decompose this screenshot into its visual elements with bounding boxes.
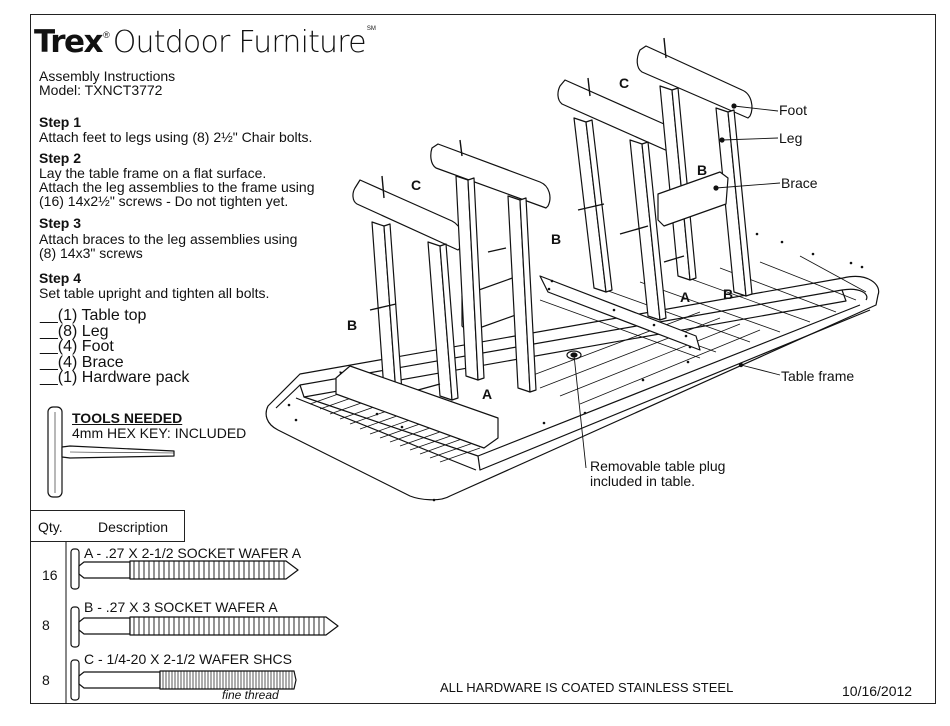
leg-assembly-right	[557, 45, 753, 321]
table-top-drawing	[265, 232, 880, 502]
leg-assembly-left	[335, 143, 551, 449]
hex-key-icon	[47, 406, 175, 498]
tools-title: TOOLS NEEDED	[72, 410, 183, 426]
part-hardware-pack: __(1) Hardware pack	[40, 369, 190, 387]
part-table-top: __(1) Table top	[40, 307, 147, 324]
bolt-b-icon	[70, 606, 339, 648]
bolt-c-icon	[70, 659, 297, 701]
step-3-label: Step 3	[39, 215, 82, 231]
hardware-item-b: B - .27 X 3 SOCKET WAFER A	[84, 599, 278, 615]
brand-service-mark: SM	[366, 26, 376, 32]
step-2-text-2: Attach the leg assemblies to the frame u…	[39, 179, 315, 195]
label-a-right: A	[680, 289, 691, 305]
label-a-left: A	[482, 386, 493, 402]
callout-plug-2: included in table.	[590, 473, 696, 489]
fine-thread-note: fine thread	[222, 688, 279, 702]
hardware-desc-header: Description	[98, 519, 169, 535]
hardware-item-a: A - .27 X 2-1/2 SOCKET WAFER A	[84, 545, 302, 561]
brand-logo: Trex ® Outdoor Furniture SM	[34, 22, 376, 58]
callout-leaders	[573, 105, 781, 469]
label-b-right: B	[697, 162, 708, 178]
bolt-a-icon	[70, 548, 299, 590]
hardware-header-box	[30, 510, 185, 542]
label-c-left: C	[411, 177, 422, 193]
footer-date: 10/16/2012	[842, 683, 913, 699]
tools-item: 4mm HEX KEY: INCLUDED	[72, 425, 247, 441]
step-2-text-1: Lay the table frame on a flat surface.	[39, 165, 267, 181]
page-border	[30, 14, 936, 704]
brand-registered-mark: ®	[103, 30, 110, 40]
step-3-text-2: (8) 14x3" screws	[39, 245, 143, 261]
part-foot: __(4) Foot	[40, 338, 114, 356]
step-4-label: Step 4	[39, 270, 82, 286]
callout-leg: Leg	[779, 130, 803, 146]
footer-note: ALL HARDWARE IS COATED STAINLESS STEEL	[440, 680, 734, 695]
callout-table-frame: Table frame	[781, 368, 855, 384]
step-4-text: Set table upright and tighten all bolts.	[39, 285, 270, 301]
hardware-item-c: C - 1/4-20 X 2-1/2 WAFER SHCS	[84, 651, 292, 667]
step-2-label: Step 2	[39, 150, 82, 166]
part-brace: __(4) Brace	[40, 353, 124, 371]
doc-title: Assembly Instructions	[39, 68, 176, 84]
brand-product-name: Outdoor Furniture	[112, 25, 367, 60]
hardware-qty-b: 8	[42, 617, 50, 633]
callout-brace: Brace	[781, 175, 818, 191]
label-b-center: B	[551, 231, 562, 247]
hardware-qty-header: Qty.	[38, 519, 63, 535]
label-b-far: B	[723, 286, 734, 302]
callout-plug-1: Removable table plug	[590, 458, 726, 474]
bolts-drawing	[369, 37, 685, 391]
label-b-left: B	[347, 317, 358, 333]
parts-checklist: __(1) Table top __(8) Leg __(4) Foot __(…	[40, 308, 189, 386]
part-leg: __(8) Leg	[40, 322, 109, 340]
callout-foot: Foot	[779, 102, 808, 118]
hardware-qty-c: 8	[42, 672, 50, 688]
label-c-right: C	[619, 75, 630, 91]
hardware-qty-a: 16	[42, 567, 58, 583]
step-1-label: Step 1	[39, 114, 82, 130]
model-number: Model: TXNCT3772	[39, 82, 163, 98]
step-1-text: Attach feet to legs using (8) 2½" Chair …	[39, 129, 313, 145]
step-2-text-3: (16) 14x2½" screws - Do not tighten yet.	[39, 193, 289, 209]
brand-trex: Trex	[34, 24, 104, 60]
step-3-text-1: Attach braces to the leg assemblies usin…	[39, 231, 298, 247]
